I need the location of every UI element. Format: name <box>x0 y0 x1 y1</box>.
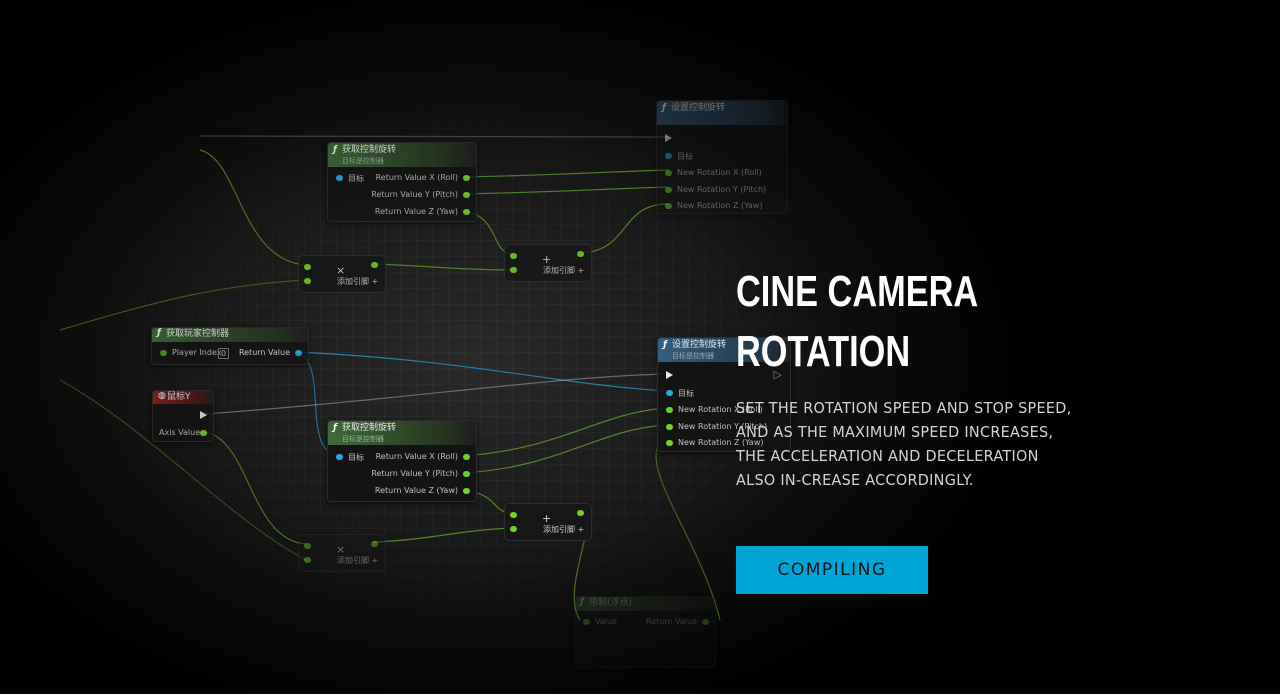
input-a-pin-icon[interactable] <box>510 512 517 518</box>
in-z-pin-icon[interactable] <box>665 203 672 209</box>
exec-out-pin-icon[interactable]: ▷ <box>773 368 782 381</box>
add-pin-label[interactable]: 添加引脚 + <box>337 556 379 565</box>
exec-out-pin-icon[interactable] <box>200 411 207 419</box>
node-subtitle: 目标是控制器 <box>342 435 384 443</box>
input-a-pin-icon[interactable] <box>510 253 517 259</box>
return-value-pin-icon[interactable] <box>702 619 709 625</box>
in-x-label: New Rotation X (Roll) <box>677 168 762 177</box>
compiling-button[interactable]: COMPILING <box>736 546 928 594</box>
output-pin-icon[interactable] <box>371 262 378 268</box>
target-pin-icon[interactable] <box>336 175 343 181</box>
in-y-pin-icon[interactable] <box>666 424 673 430</box>
feature-title: CINE CAMERA ROTATION <box>736 262 1017 382</box>
return-value-label: Return Value <box>645 617 697 626</box>
in-z-label: New Rotation Z (Yaw) <box>678 438 764 447</box>
node-title: 鼠标Y <box>167 392 191 402</box>
value-pin-icon[interactable] <box>583 619 590 625</box>
input-b-pin-icon[interactable] <box>510 526 517 532</box>
add-pin-label[interactable]: 添加引脚 + <box>543 525 585 534</box>
in-z-pin-icon[interactable] <box>666 440 673 446</box>
in-x-pin-icon[interactable] <box>665 170 672 176</box>
node-subtitle: 目标是控制器 <box>342 157 384 165</box>
node-title: 设置控制旋转 <box>671 103 726 113</box>
out-y-pin-icon[interactable] <box>463 192 470 198</box>
target-pin-icon[interactable] <box>666 390 673 396</box>
in-x-pin-icon[interactable] <box>666 407 673 413</box>
multiply-node-1[interactable]: × 添加引脚 + <box>298 255 386 293</box>
input-b-pin-icon[interactable] <box>304 557 311 563</box>
player-index-pin-icon[interactable] <box>160 350 167 356</box>
out-y-pin-icon[interactable] <box>463 471 470 477</box>
mouse-y-node[interactable]: ◍鼠标Y Axis Value <box>152 390 214 442</box>
exec-in-pin-icon[interactable] <box>666 371 673 379</box>
target-label: 目标 <box>348 174 364 183</box>
input-a-pin-icon[interactable] <box>304 264 311 270</box>
return-value-pin-icon[interactable] <box>295 350 302 356</box>
return-value-label: Return Value <box>238 348 290 357</box>
in-y-label: New Rotation Y (Pitch) <box>678 422 768 431</box>
add-pin-label[interactable]: 添加引脚 + <box>337 277 379 286</box>
out-y-label: Return Value Y (Pitch) <box>371 469 458 478</box>
target-pin-icon[interactable] <box>665 153 672 159</box>
player-index-label: Player Index <box>172 348 222 357</box>
out-x-pin-icon[interactable] <box>463 454 470 460</box>
value-label: Value <box>595 617 617 626</box>
in-y-label: New Rotation Y (Pitch) <box>677 185 767 194</box>
input-b-pin-icon[interactable] <box>304 278 311 284</box>
in-y-pin-icon[interactable] <box>665 187 672 193</box>
out-z-pin-icon[interactable] <box>463 488 470 494</box>
feature-title-line-2: ROTATION <box>736 327 911 376</box>
out-x-label: Return Value X (Roll) <box>375 173 458 182</box>
multiply-icon: × <box>336 264 346 277</box>
add-pin-label[interactable]: 添加引脚 + <box>543 266 585 275</box>
target-label: 目标 <box>348 453 364 462</box>
target-label: 目标 <box>678 389 694 398</box>
target-label: 目标 <box>677 152 693 161</box>
in-x-label: New Rotation X (Roll) <box>678 405 763 414</box>
out-z-label: Return Value Z (Yaw) <box>374 486 458 495</box>
out-y-label: Return Value Y (Pitch) <box>371 190 458 199</box>
add-icon: + <box>542 512 552 525</box>
node-title: 限制(浮点) <box>589 598 633 608</box>
add-icon: + <box>542 253 552 266</box>
axis-value-pin-icon[interactable] <box>200 430 207 436</box>
out-z-pin-icon[interactable] <box>463 209 470 215</box>
add-node-2[interactable]: + 添加引脚 + <box>504 503 592 541</box>
multiply-icon: × <box>336 543 346 556</box>
output-pin-icon[interactable] <box>371 541 378 547</box>
exec-in-pin-icon[interactable] <box>665 134 672 142</box>
out-z-label: Return Value Z (Yaw) <box>374 207 458 216</box>
input-b-pin-icon[interactable] <box>510 267 517 273</box>
add-node-1[interactable]: + 添加引脚 + <box>504 244 592 282</box>
node-title: 获取控制旋转 <box>342 423 397 433</box>
feature-description: SET THE ROTATION SPEED AND STOP SPEED, A… <box>736 399 1072 489</box>
node-title: 设置控制旋转 <box>672 340 727 350</box>
out-x-pin-icon[interactable] <box>463 175 470 181</box>
node-subtitle: 目标是控制器 <box>672 352 714 360</box>
feature-panel: CINE CAMERA ROTATION SET THE ROTATION SP… <box>736 262 1096 492</box>
in-z-label: New Rotation Z (Yaw) <box>677 201 763 210</box>
multiply-node-2[interactable]: × 添加引脚 + <box>298 534 386 572</box>
out-x-label: Return Value X (Roll) <box>375 452 458 461</box>
input-a-pin-icon[interactable] <box>304 543 311 549</box>
node-title: 获取控制旋转 <box>342 145 397 155</box>
output-pin-icon[interactable] <box>577 251 584 257</box>
feature-title-line-1: CINE CAMERA <box>736 267 979 316</box>
node-title: 获取玩家控制器 <box>166 329 230 339</box>
player-index-input[interactable]: 0 <box>218 348 230 359</box>
axis-value-label: Axis Value <box>159 428 201 437</box>
output-pin-icon[interactable] <box>577 510 584 516</box>
target-pin-icon[interactable] <box>336 454 343 460</box>
